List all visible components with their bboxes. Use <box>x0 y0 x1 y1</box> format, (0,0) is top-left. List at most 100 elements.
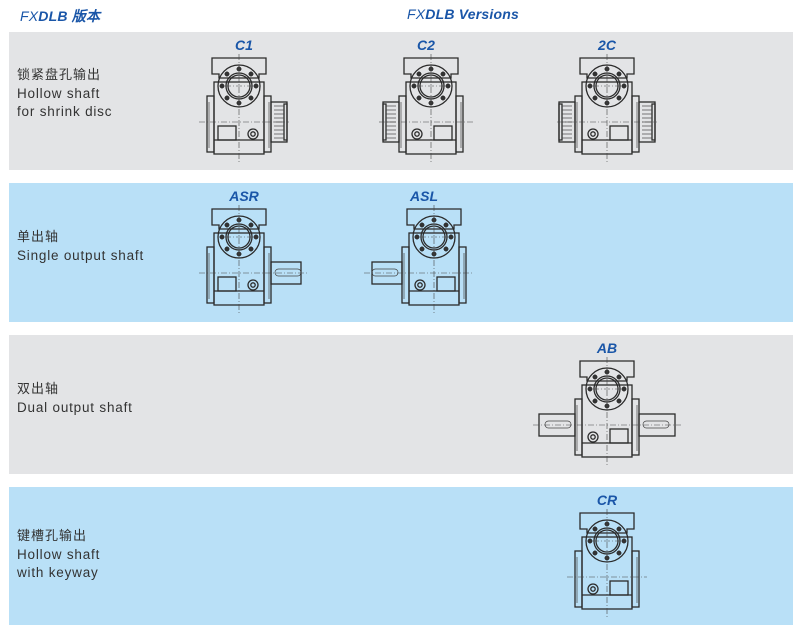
gearbox-body <box>398 54 464 162</box>
inspection-window <box>609 125 629 141</box>
bolt <box>621 538 627 544</box>
label-cn: 锁紧盘孔输出 <box>17 68 102 83</box>
bolt <box>253 234 259 240</box>
variant-ab[interactable]: AB <box>527 339 687 467</box>
inspection-window <box>609 428 629 444</box>
drain-plug-inner <box>250 282 256 288</box>
inspection-window <box>217 125 237 141</box>
drain-plug <box>247 128 259 140</box>
bolt <box>248 222 254 228</box>
bolt <box>248 71 254 77</box>
variant-asl[interactable]: ASL <box>344 187 494 315</box>
drain-plug-inner <box>414 131 420 137</box>
bolt <box>419 246 425 252</box>
side-cover-left <box>206 246 215 304</box>
gearbox-body <box>401 205 467 313</box>
bolt <box>592 95 598 101</box>
bolt <box>219 83 225 89</box>
variant-name: C1 <box>235 37 253 53</box>
variant-c2[interactable]: C2 <box>366 36 486 164</box>
panel-hollow-shaft-shrink-disc: 锁紧盘孔输出 Hollow shaft for shrink disc C1 C… <box>9 32 793 170</box>
gear-unit-shrink-disc-left-icon <box>379 54 473 162</box>
bolt <box>592 550 598 556</box>
variant-2c[interactable]: 2C <box>547 36 667 164</box>
bolt <box>616 95 622 101</box>
inspection-window <box>436 276 456 292</box>
side-cover-right <box>631 95 640 153</box>
gear-unit-shaft-right-icon <box>199 205 309 313</box>
label-cn: 键槽孔输出 <box>17 529 88 544</box>
variant-name: AB <box>596 340 618 356</box>
drain-plug <box>587 128 599 140</box>
bolt <box>219 234 225 240</box>
panel-label: 双出轴 Dual output shaft <box>17 381 133 417</box>
gear-unit-shaft-both-icon <box>533 357 681 465</box>
bolt <box>621 386 627 392</box>
gearbox-body <box>574 357 640 465</box>
bolt <box>616 71 622 77</box>
bolt <box>616 550 622 556</box>
panel-hollow-shaft-keyway: 键槽孔输出 Hollow shaft with keyway CR <box>9 487 793 625</box>
bolt <box>224 95 230 101</box>
bolt <box>592 374 598 380</box>
inspection-window <box>433 125 453 141</box>
title-prefix: FX <box>20 8 39 24</box>
page-title-en: FXDLB Versions <box>407 6 519 22</box>
drain-plug-inner <box>250 131 256 137</box>
variant-asr[interactable]: ASR <box>184 187 334 315</box>
bolt <box>416 95 422 101</box>
bolt <box>224 71 230 77</box>
bolt <box>587 538 593 544</box>
shaft-body <box>638 413 676 437</box>
variant-name: 2C <box>598 37 616 53</box>
drain-plug-inner <box>417 282 423 288</box>
shaft-keyway <box>642 420 670 429</box>
drain-plug <box>411 128 423 140</box>
bolt <box>443 246 449 252</box>
bolt <box>443 222 449 228</box>
panel-label: 单出轴 Single output shaft <box>17 229 144 265</box>
drain-plug-inner <box>590 434 596 440</box>
bolt <box>592 71 598 77</box>
bolt <box>248 246 254 252</box>
variant-cr[interactable]: CR <box>547 491 667 619</box>
gear-unit-shrink-disc-right-icon <box>199 54 289 162</box>
gear-unit-shaft-left-icon <box>364 205 474 313</box>
variant-c1[interactable]: C1 <box>184 36 304 164</box>
label-cn: 单出轴 <box>17 230 60 245</box>
variant-name: ASR <box>229 188 259 204</box>
variant-name: C2 <box>417 37 435 53</box>
label-en-line2: for shrink disc <box>17 104 113 119</box>
side-cover-left <box>206 95 215 153</box>
variant-name: CR <box>596 492 618 508</box>
bolt <box>411 83 417 89</box>
bolt <box>592 398 598 404</box>
bolt <box>224 222 230 228</box>
variant-name: ASL <box>410 188 438 204</box>
title-suffix: 版本 <box>67 8 101 24</box>
bolt <box>440 95 446 101</box>
bolt <box>448 234 454 240</box>
inspection-window <box>609 580 629 596</box>
panel-dual-output-shaft: 双出轴 Dual output shaft AB <box>9 335 793 474</box>
inspection-window <box>217 276 237 292</box>
drain-plug <box>587 583 599 595</box>
label-en-line1: Hollow shaft <box>17 547 101 562</box>
gearbox-body <box>574 54 640 162</box>
drain-plug-inner <box>590 131 596 137</box>
bolt <box>248 95 254 101</box>
side-cover-right <box>631 398 640 456</box>
bolt <box>419 222 425 228</box>
gearbox-body <box>206 205 272 313</box>
panel-label: 键槽孔输出 Hollow shaft with keyway <box>17 528 100 582</box>
shaft-keyway <box>544 420 572 429</box>
drain-plug-inner <box>590 586 596 592</box>
output-shaft <box>638 413 676 437</box>
panel-single-output-shaft: 单出轴 Single output shaft ASR ASL <box>9 183 793 322</box>
drain-plug <box>414 279 426 291</box>
title-model: DLB <box>425 6 455 22</box>
side-cover-right <box>263 95 272 153</box>
side-cover-right <box>458 246 467 304</box>
side-cover-left <box>401 246 410 304</box>
label-en-line1: Dual output shaft <box>17 400 133 415</box>
